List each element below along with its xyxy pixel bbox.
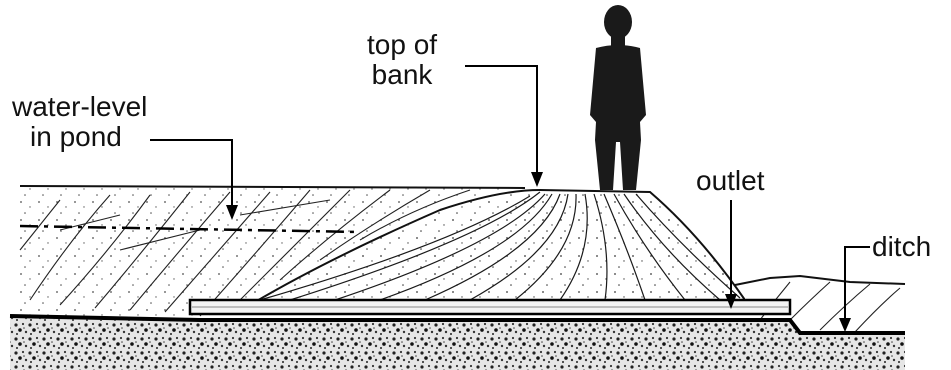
subsoil-layer	[10, 318, 905, 370]
water-level-label-line1: water-level	[12, 92, 147, 122]
ditch-label: ditch	[872, 232, 931, 262]
outlet-label: outlet	[696, 166, 765, 196]
top-of-bank-label: top of bank	[367, 30, 437, 90]
water-level-label: water-level in pond	[12, 92, 147, 152]
top-of-bank-label-line1: top of	[367, 30, 437, 60]
water-level-label-line2: in pond	[12, 122, 147, 152]
top-of-bank-label-line2: bank	[367, 60, 437, 90]
top-of-bank-arrowhead	[531, 172, 543, 187]
person-silhouette	[590, 5, 646, 190]
top-of-bank-leader	[465, 66, 537, 172]
